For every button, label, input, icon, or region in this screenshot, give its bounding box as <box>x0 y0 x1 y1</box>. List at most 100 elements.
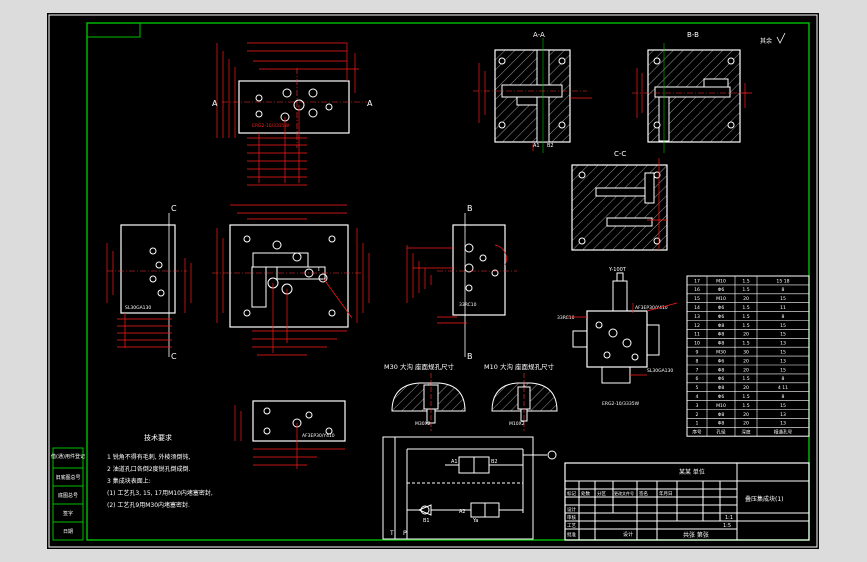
main-top-view: T <box>212 204 370 356</box>
tech-line: (2) 工艺孔9用M30内堵塞密封. <box>107 501 190 509</box>
hole-table-cell: 20 <box>743 332 749 338</box>
hole-table-cell: 11 <box>780 305 786 311</box>
cut-label-a-right: A <box>367 99 373 108</box>
valve-left-label: 33RC10 <box>557 315 575 321</box>
side-strip: 借(通)用件登记 旧底图总号 底图总号 签字 日期 <box>51 447 85 541</box>
cut-label-a-left: A <box>212 99 218 108</box>
m30-detail: M30 大沟 座面规孔尺寸 M30X2 <box>384 362 466 431</box>
tb-header: 更改文件号 <box>614 490 634 496</box>
hole-table-cell: M30 <box>716 350 726 356</box>
port-label: B2 <box>547 143 554 149</box>
hole-table-cell: M10 <box>716 296 726 302</box>
drawing-name: 叠压集成块(1) <box>745 495 784 503</box>
hole-table-cell: Φ6 <box>718 394 725 400</box>
m10-title: M10 大沟 座面规孔尺寸 <box>484 362 555 371</box>
hole-table-cell: 孔径 <box>716 429 726 436</box>
hole-table-cell: Φ8 <box>718 332 725 338</box>
hole-table-cell: 1.5 <box>742 314 749 320</box>
m10-detail: M10 大沟 座面规孔尺寸 M10X2 <box>484 362 558 431</box>
hole-table-cell: 15 <box>780 350 786 356</box>
bottom-view-note: AF3EP30/Y410 <box>302 433 335 439</box>
tb-row-label: 批准 <box>567 531 576 538</box>
hole-table-cell: Φ8 <box>718 412 725 418</box>
port-label: A1 <box>533 143 540 149</box>
hole-table-cell: 1.5 <box>742 403 749 409</box>
hole-table-cell: Φ8 <box>718 385 725 391</box>
hole-table-cell: 13 <box>694 314 700 320</box>
m30-title: M30 大沟 座面规孔尺寸 <box>384 362 455 371</box>
hole-table-cell: 6 <box>696 376 699 382</box>
tech-line: 1 锐角不得有毛刺, 外棱须倒钝, <box>107 453 191 461</box>
hole-table-cell: 1.5 <box>742 341 749 347</box>
hole-table-cell: 20 <box>743 367 749 373</box>
hole-table-cell: 3 <box>696 403 699 409</box>
drawing-canvas: 借(通)用件登记 旧底图总号 底图总号 签字 日期 <box>48 14 818 548</box>
hole-table-cell: 15 <box>780 296 786 302</box>
hole-table-cell: 17 <box>694 278 700 284</box>
hole-table-cell: 15 <box>780 323 786 329</box>
roughness-note: 其余 <box>760 37 772 45</box>
port-t-label: T <box>316 266 321 273</box>
side-strip-row: 底图总号 <box>58 492 78 499</box>
hole-table-cell: 1.5 <box>742 287 749 293</box>
port-label: A2 <box>459 509 466 515</box>
hole-table-cell: 1.5 <box>742 305 749 311</box>
sheet-value: 1:5 <box>723 523 731 529</box>
tb-header: 分区 <box>597 490 606 497</box>
tb-row-label: 设计 <box>567 506 576 513</box>
org-label: 某某 单位 <box>679 468 705 476</box>
hole-table-cell: 1.5 <box>742 278 749 284</box>
m10-thread-label: M10X2 <box>509 421 525 427</box>
tech-line: 2 油道孔口各倒2度锐孔倒成倒. <box>107 465 191 473</box>
hole-table-cell: 深度 <box>741 429 751 436</box>
hole-table-cell: 序号 <box>692 429 702 436</box>
front-view: A A ERG2-10/3335W <box>212 42 373 186</box>
hole-table-cell: 20 <box>743 385 749 391</box>
hole-table-cell: 16 <box>694 287 700 293</box>
hole-table-cell: 4 <box>696 394 699 400</box>
side-strip-row: 日期 <box>63 529 73 535</box>
port-label: A1 <box>451 459 458 465</box>
hole-table-cell: 15 18 <box>776 278 789 284</box>
tech-line: 3 集成块表面上: <box>107 477 151 485</box>
hole-table-cell: 11 <box>694 332 700 338</box>
hole-table-cell: 8 <box>782 376 785 382</box>
port-label: B2 <box>491 459 498 465</box>
company-label: 共张 第张 <box>683 531 709 539</box>
hole-table-cell: Φ8 <box>718 323 725 329</box>
cut-label-b-top: B <box>467 204 473 213</box>
valve-right-top-label: AF3EP30/Y410 <box>635 305 668 311</box>
right-view-note: 33RC10 <box>459 302 477 308</box>
outer-frame <box>48 14 818 548</box>
hole-table-cell: 13 <box>780 412 786 418</box>
section-cc-title: C-C <box>614 150 626 158</box>
hole-table-cell: Φ6 <box>718 376 725 382</box>
hydraulic-schematic: A1 B2 B1 A2 Ya T P <box>382 436 557 540</box>
port-label: B1 <box>423 518 430 524</box>
hole-table-cell: 1.5 <box>742 323 749 329</box>
m30-thread-label: M30X2 <box>415 421 431 427</box>
hole-table-cell: 20 <box>743 421 749 427</box>
section-aa: A-A A1 B2 <box>473 31 592 153</box>
hole-table-cell: 15 <box>780 403 786 409</box>
valve-assembly: Y-100T AF3EP30/Y410 33RC10 SL30GA130 ERG… <box>557 267 678 407</box>
hole-table-cell: M10 <box>716 278 726 284</box>
side-strip-row: 借(通)用件登记 <box>51 453 85 460</box>
hole-table-cell: Φ8 <box>718 421 725 427</box>
cut-label-c-top: C <box>171 204 177 213</box>
tb-header: 年月日 <box>659 490 673 497</box>
drawing-sheet: 借(通)用件登记 旧底图总号 底图总号 签字 日期 <box>47 13 819 549</box>
hole-table-cell: 1.5 <box>742 394 749 400</box>
port-label: Ya <box>472 518 478 524</box>
hole-table-cell: 13 <box>780 341 786 347</box>
section-cc: C-C <box>571 150 668 251</box>
hole-table-cell: 15 <box>694 296 700 302</box>
tech-title: 技术要求 <box>144 433 172 442</box>
section-aa-title: A-A <box>533 31 545 39</box>
front-view-note: ERG2-10/3335W <box>252 123 290 129</box>
section-bb-title: B-B <box>687 31 699 39</box>
tb-row-label: 审核 <box>567 514 576 521</box>
hole-table-cell: 2 <box>696 412 699 418</box>
hole-table-cell: 13 <box>780 421 786 427</box>
valve-right-side-label: SL30GA130 <box>647 368 673 374</box>
